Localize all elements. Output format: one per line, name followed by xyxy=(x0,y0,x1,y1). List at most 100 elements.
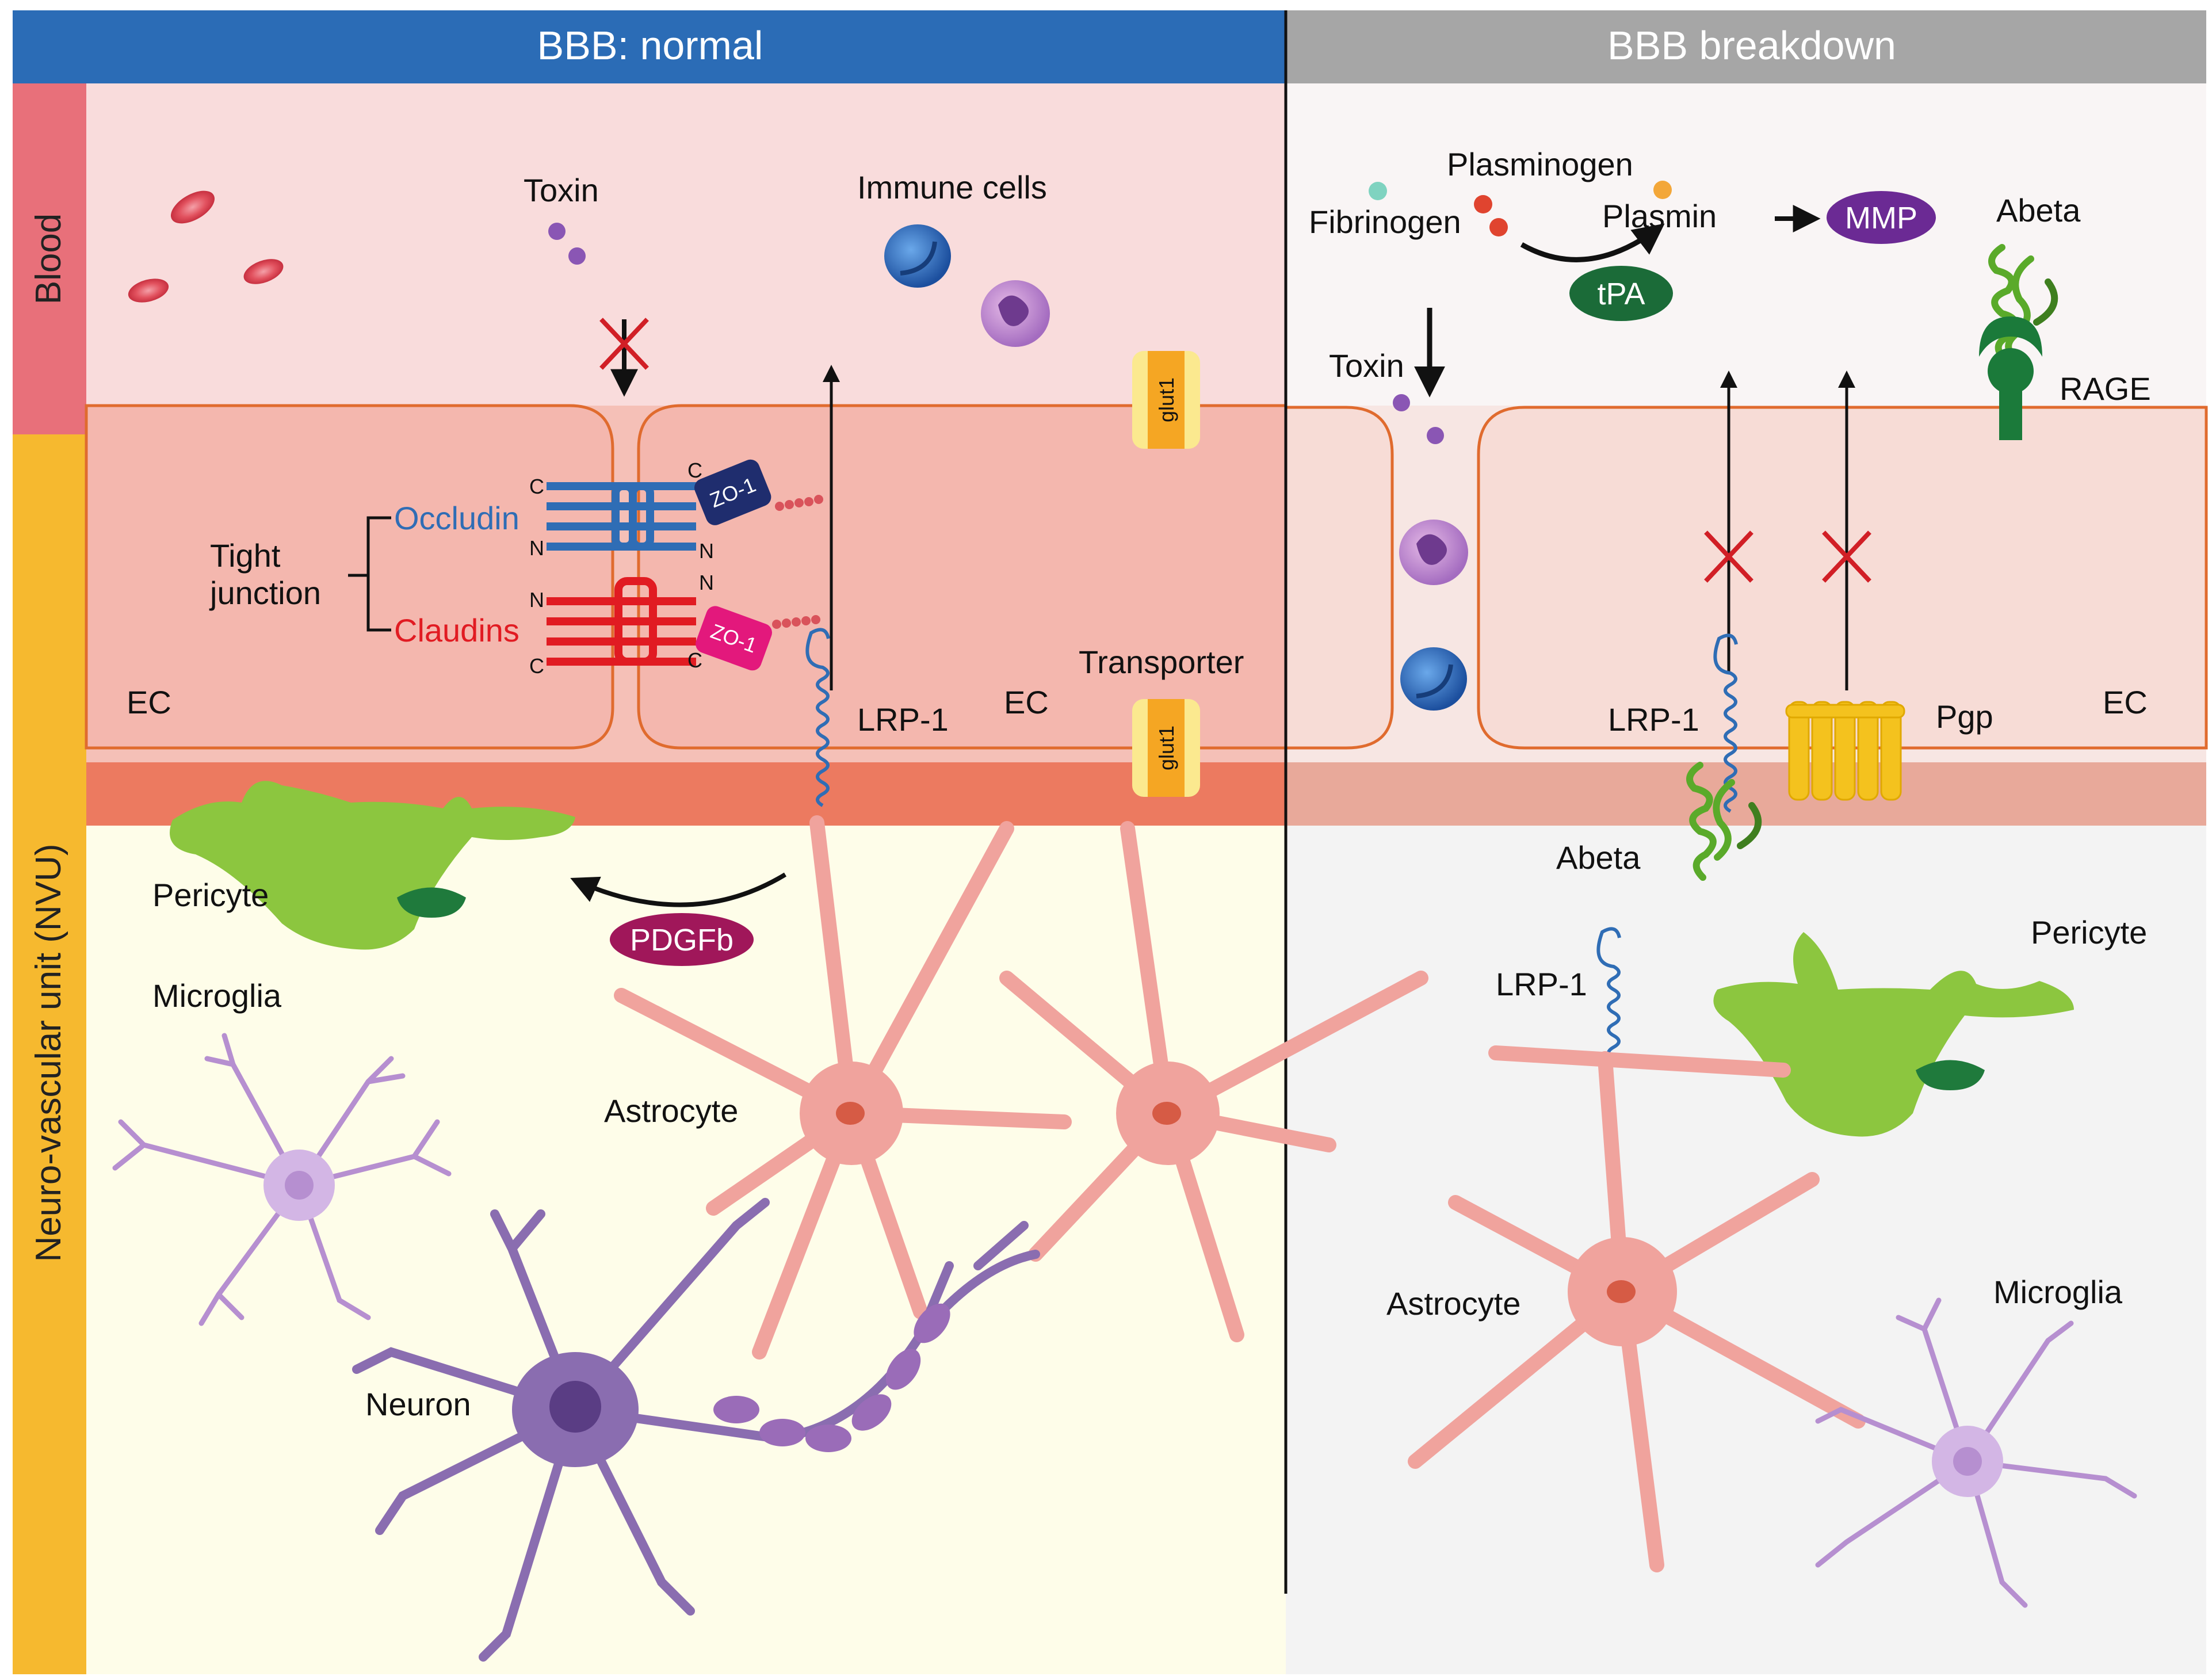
transporter-label: Transporter xyxy=(1079,644,1244,680)
terminal-c: C xyxy=(529,475,544,498)
header-normal-title: BBB: normal xyxy=(537,23,763,68)
mmp-label: MMP xyxy=(1845,201,1917,235)
tpa-pill: tPA xyxy=(1569,266,1673,321)
microglia-nucleus-breakdown xyxy=(1953,1447,1982,1476)
toxin-particle xyxy=(1427,427,1444,444)
abeta-peptide-mid xyxy=(1686,762,1762,881)
astrocyte-nucleus-normal-2 xyxy=(1152,1102,1181,1125)
mmp-pill: MMP xyxy=(1827,191,1936,244)
lrp1-bottom-label-breakdown: LRP-1 xyxy=(1496,966,1587,1002)
toxin-label-normal: Toxin xyxy=(524,172,599,208)
neuron-label: Neuron xyxy=(365,1386,471,1422)
lrp1-top-label-breakdown: LRP-1 xyxy=(1608,701,1699,738)
astrocyte-label-normal: Astrocyte xyxy=(604,1093,738,1129)
abeta-mid-label: Abeta xyxy=(1556,839,1641,876)
lrp1-receptor-breakdown-bottom xyxy=(1596,927,1621,1060)
microglia-label-normal: Microglia xyxy=(152,978,282,1014)
pdgfb-arrow xyxy=(570,872,787,907)
microglia-nucleus-normal xyxy=(285,1171,314,1200)
terminal-c: C xyxy=(687,459,702,482)
plasminogen-particle xyxy=(1474,195,1492,213)
claudins-label: Claudins xyxy=(394,612,519,648)
blood-region-breakdown xyxy=(1286,83,2206,411)
myelin-sheath xyxy=(713,1303,950,1452)
pgp-transporter xyxy=(1785,701,1905,801)
nvu-side-label: Neuro-vascular unit (NVU) xyxy=(29,844,68,1262)
nvu-region-breakdown xyxy=(1286,823,2206,1674)
ec-right-label: EC xyxy=(1004,684,1049,720)
glut1-bottom-transporter: glut1 xyxy=(1132,699,1200,797)
tight-junction-label-2: junction xyxy=(209,575,321,611)
pericyte-label-normal: Pericyte xyxy=(152,877,269,913)
ec-cell-right-breakdown xyxy=(1477,406,2208,750)
header-breakdown-bg xyxy=(1286,10,2206,83)
lrp1-receptor xyxy=(805,628,830,807)
pericyte-label-breakdown: Pericyte xyxy=(2031,914,2147,950)
terminal-n: N xyxy=(699,539,714,563)
toxin-particle xyxy=(1393,394,1410,411)
blood-contents-breakdown: Plasminogen Fibrinogen Plasmin tPA MMP A… xyxy=(1309,146,2151,444)
zo1-top-protein: ZO-1 xyxy=(694,459,771,525)
zo1-top-tail xyxy=(775,495,823,511)
fibrinogen-label: Fibrinogen xyxy=(1309,204,1461,240)
neuron-nucleus xyxy=(549,1381,601,1433)
block-cross-icon xyxy=(1822,530,1871,583)
terminal-c: C xyxy=(529,654,544,678)
pericyte-normal xyxy=(170,781,575,950)
immune-cells-label: Immune cells xyxy=(857,169,1047,205)
toxin-particle xyxy=(548,223,566,240)
leaked-cells xyxy=(1399,520,1468,711)
block-cross-icon xyxy=(599,318,649,370)
terminal-n: N xyxy=(699,571,714,594)
terminal-n: N xyxy=(529,588,544,612)
blood-contents-normal: Toxin Immune cells glut1 xyxy=(128,169,1200,449)
nvu-side-bar xyxy=(13,434,86,1674)
pdgfb-pill: PDGFb xyxy=(610,913,754,966)
glut1-bottom-label: glut1 xyxy=(1155,726,1178,770)
nvu-breakdown: LRP-1 Pericyte Astrocyte Microglia xyxy=(1386,914,2147,1608)
microglia-normal xyxy=(112,1033,452,1326)
ec-cell-left-breakdown xyxy=(1284,406,1394,750)
occludin-protein xyxy=(547,482,696,551)
tight-junction-label-1: Tight xyxy=(210,537,281,574)
pericyte-breakdown xyxy=(1713,932,2074,1137)
pericyte-nucleus xyxy=(397,887,466,918)
red-blood-cell xyxy=(128,278,169,303)
occludin-label: Occludin xyxy=(394,500,519,536)
terminal-n: N xyxy=(529,536,544,560)
toxin-particle xyxy=(568,247,586,265)
red-blood-cell xyxy=(171,190,215,224)
fibrinogen-particle xyxy=(1369,182,1387,200)
astrocyte-nucleus-breakdown xyxy=(1607,1280,1636,1303)
blood-side-bar xyxy=(13,83,86,434)
endothelial-cells-normal: EC EC xyxy=(85,404,1288,750)
ec-left-label: EC xyxy=(127,684,171,720)
basement-membrane-breakdown xyxy=(1286,762,2206,826)
plasminogen-label: Plasminogen xyxy=(1447,146,1633,182)
tpa-label: tPA xyxy=(1597,277,1645,311)
plasmin-particle xyxy=(1653,181,1672,199)
glut1-top-label: glut1 xyxy=(1155,377,1178,422)
tpa-conversion-arrow xyxy=(1520,223,1665,262)
pdgfb-label: PDGFb xyxy=(630,923,733,957)
terminal-c: C xyxy=(687,648,702,672)
abeta-top-label: Abeta xyxy=(1996,192,2081,228)
lymphocyte-cell xyxy=(1400,647,1467,711)
header-breakdown-title: BBB breakdown xyxy=(1607,23,1896,68)
abeta-peptide-top xyxy=(1988,244,2058,363)
lymphocyte-nucleus xyxy=(1416,664,1453,698)
lrp1-label-normal: LRP-1 xyxy=(857,701,949,738)
tight-junction-bracket xyxy=(348,516,391,632)
lymphocyte-cell xyxy=(884,224,951,288)
lrp1-normal: LRP-1 Transporter glut1 xyxy=(805,365,1244,807)
lymphocyte-nucleus xyxy=(900,241,937,276)
zo1-bottom-tail xyxy=(772,615,820,629)
transporters-breakdown: LRP-1 Pgp Abeta xyxy=(1556,371,1993,881)
neutrophil-nucleus xyxy=(1416,534,1447,565)
tight-junction: Tight junction Occludin Claudins C N C N… xyxy=(209,459,823,678)
ec-breakdown-label: EC xyxy=(2103,684,2148,720)
neutrophil-nucleus xyxy=(998,295,1029,326)
microglia-label-breakdown: Microglia xyxy=(1993,1274,2123,1310)
rage-label: RAGE xyxy=(2060,371,2151,407)
